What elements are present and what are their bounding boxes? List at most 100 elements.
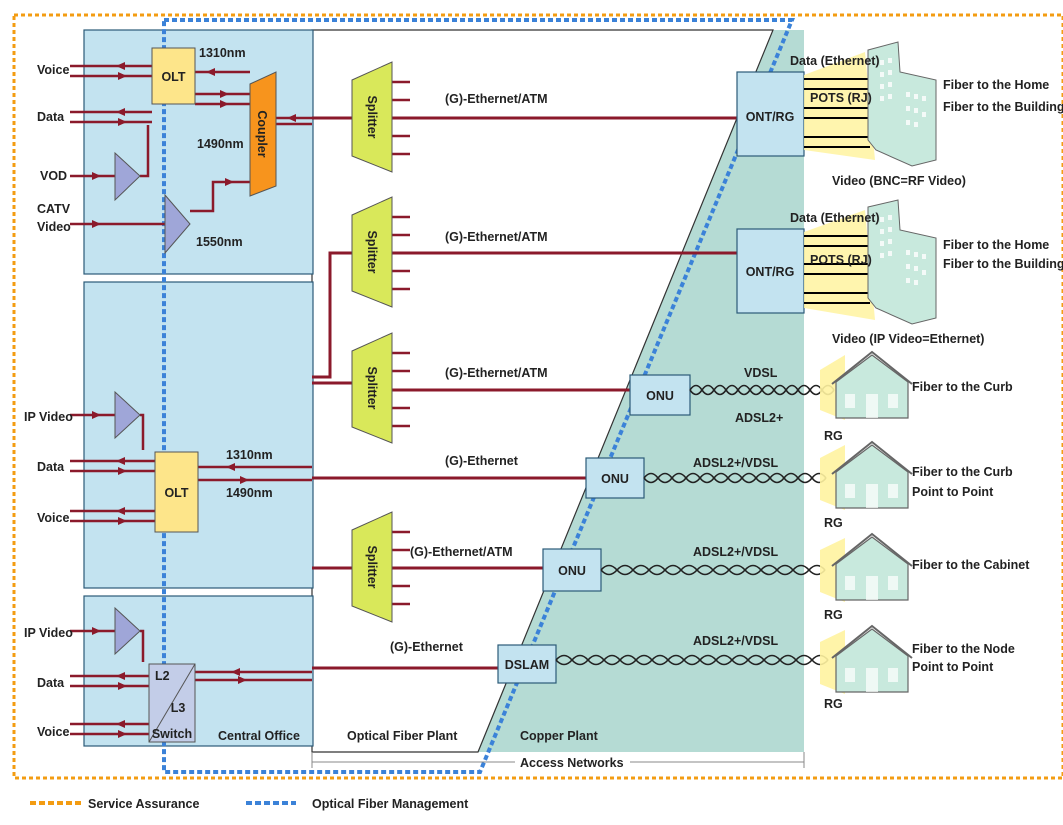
access-networks-bracket — [311, 752, 805, 768]
legend-optical-mgmt-label: Optical Fiber Management — [312, 797, 469, 811]
splitter-1-label: Splitter — [365, 95, 379, 138]
ont-rg-2 — [736, 228, 805, 314]
pots-label-1: POTS (RJ) — [810, 91, 872, 105]
input-data-top: Data — [37, 110, 65, 124]
input-voice-top: Voice — [37, 63, 69, 77]
rg-label-4: RG — [824, 697, 843, 711]
optical-plant-label: Optical Fiber Plant — [347, 729, 458, 743]
coupler-box — [249, 71, 277, 197]
onu-3-label: ONU — [558, 564, 586, 578]
input-data-bottom: Data — [37, 676, 65, 690]
video-ip-label: Video (IP Video=Ethernet) — [832, 332, 984, 346]
input-voice-bottom: Voice — [37, 725, 69, 739]
ont-rg-1-label: ONT/RG — [746, 110, 795, 124]
legend-service-assurance-label: Service Assurance — [88, 797, 199, 811]
vod-amplifier-icon — [114, 151, 141, 202]
onu-1 — [629, 374, 691, 416]
glow-1 — [804, 52, 875, 160]
ip-video-amplifier-icon — [114, 390, 141, 440]
olt-top — [151, 47, 196, 105]
switch-l3-label: L3 — [171, 701, 186, 715]
house-icon — [831, 440, 913, 509]
link-label-3: (G)-Ethernet/ATM — [445, 366, 548, 380]
pots-label-2: POTS (RJ) — [810, 253, 872, 267]
ftth-label-1: Fiber to the Home — [943, 78, 1049, 92]
link-label-6: (G)-Ethernet — [390, 640, 464, 654]
bottom-co-wires — [70, 629, 312, 736]
office-building-icon — [867, 199, 937, 325]
house-icon — [831, 350, 913, 419]
office-building-icon — [867, 41, 937, 167]
data-ethernet-label-1: Data (Ethernet) — [790, 54, 880, 68]
wavelength-1490-mid: 1490nm — [226, 486, 273, 500]
access-networks-label: Access Networks — [520, 756, 624, 770]
splitter-outputs — [392, 80, 410, 606]
input-voice-mid: Voice — [37, 511, 69, 525]
dslam — [497, 644, 557, 684]
house-icon — [831, 624, 913, 693]
rg-label-3: RG — [824, 608, 843, 622]
ptp-label: Point to Point — [912, 485, 994, 499]
fttcab-label: Fiber to the Cabinet — [912, 558, 1030, 572]
fttc-label-2: Fiber to the Curb — [912, 465, 1013, 479]
link-label-1: (G)-Ethernet/ATM — [445, 92, 548, 106]
service-assurance-border — [12, 13, 1063, 780]
rg-label-2: RG — [824, 516, 843, 530]
splitter-1-icon — [351, 61, 393, 173]
input-catv: CATV — [37, 202, 71, 216]
onu-1-label: ONU — [646, 389, 674, 403]
ont-port-lines — [804, 78, 870, 304]
ptp-label-2: Point to Point — [912, 660, 994, 674]
splitter-2-icon — [351, 196, 393, 308]
top-co-wires — [70, 64, 312, 226]
input-data-mid: Data — [37, 460, 65, 474]
house-icon — [831, 532, 913, 601]
ont-rg-1 — [736, 71, 805, 157]
onu-3 — [542, 548, 602, 592]
splitter-3-icon — [351, 332, 393, 444]
copper-plant-label: Copper Plant — [520, 729, 599, 743]
link-label-5: (G)-Ethernet/ATM — [410, 545, 513, 559]
link-label-4: (G)-Ethernet — [445, 454, 519, 468]
co-box-middle — [83, 281, 314, 589]
switch-l2-label: L2 — [155, 669, 170, 683]
wavelength-1490-top: 1490nm — [197, 137, 244, 151]
input-ip-video-mid: IP Video — [24, 410, 73, 424]
twisted-pair-icon — [643, 472, 827, 484]
bottom-co-arrows — [92, 627, 247, 738]
wavelength-1550: 1550nm — [196, 235, 243, 249]
fiber-links — [312, 116, 737, 670]
vdsl-label: VDSL — [744, 366, 778, 380]
fttc-label: Fiber to the Curb — [912, 380, 1013, 394]
olt-middle-label: OLT — [164, 486, 188, 500]
middle-co-arrows — [92, 411, 249, 525]
rg-label-1: RG — [824, 429, 843, 443]
splitter-4-icon — [351, 511, 393, 623]
input-ip-video-bottom: IP Video — [24, 626, 73, 640]
middle-co-wires — [70, 413, 312, 523]
fttb-label-1: Fiber to the Building — [943, 100, 1063, 114]
ftth-label-2: Fiber to the Home — [943, 238, 1049, 252]
twisted-pair-icon — [600, 564, 826, 576]
twisted-pair-icon — [555, 654, 829, 666]
dslam-label: DSLAM — [505, 658, 549, 672]
top-co-arrows — [92, 62, 296, 228]
wavelength-1310-mid: 1310nm — [226, 448, 273, 462]
switch-label: Switch — [152, 727, 192, 741]
splitter-4-label: Splitter — [365, 545, 379, 588]
adsl-vdsl-label-3: ADSL2+/VDSL — [693, 634, 778, 648]
adsl-vdsl-label-2: ADSL2+/VDSL — [693, 545, 778, 559]
input-vod: VOD — [40, 169, 67, 183]
splitter-3-label: Splitter — [365, 366, 379, 409]
video-bnc-label: Video (BNC=RF Video) — [832, 174, 966, 188]
ont-rg-2-label: ONT/RG — [746, 265, 795, 279]
twisted-pair-icon — [689, 384, 835, 396]
fttb-label-2: Fiber to the Building — [943, 257, 1063, 271]
adsl2-label: ADSL2+ — [735, 411, 783, 425]
catv-amplifier-icon — [164, 193, 191, 255]
input-video: Video — [37, 220, 71, 234]
olt-middle — [154, 451, 199, 533]
olt-top-label: OLT — [161, 70, 185, 84]
